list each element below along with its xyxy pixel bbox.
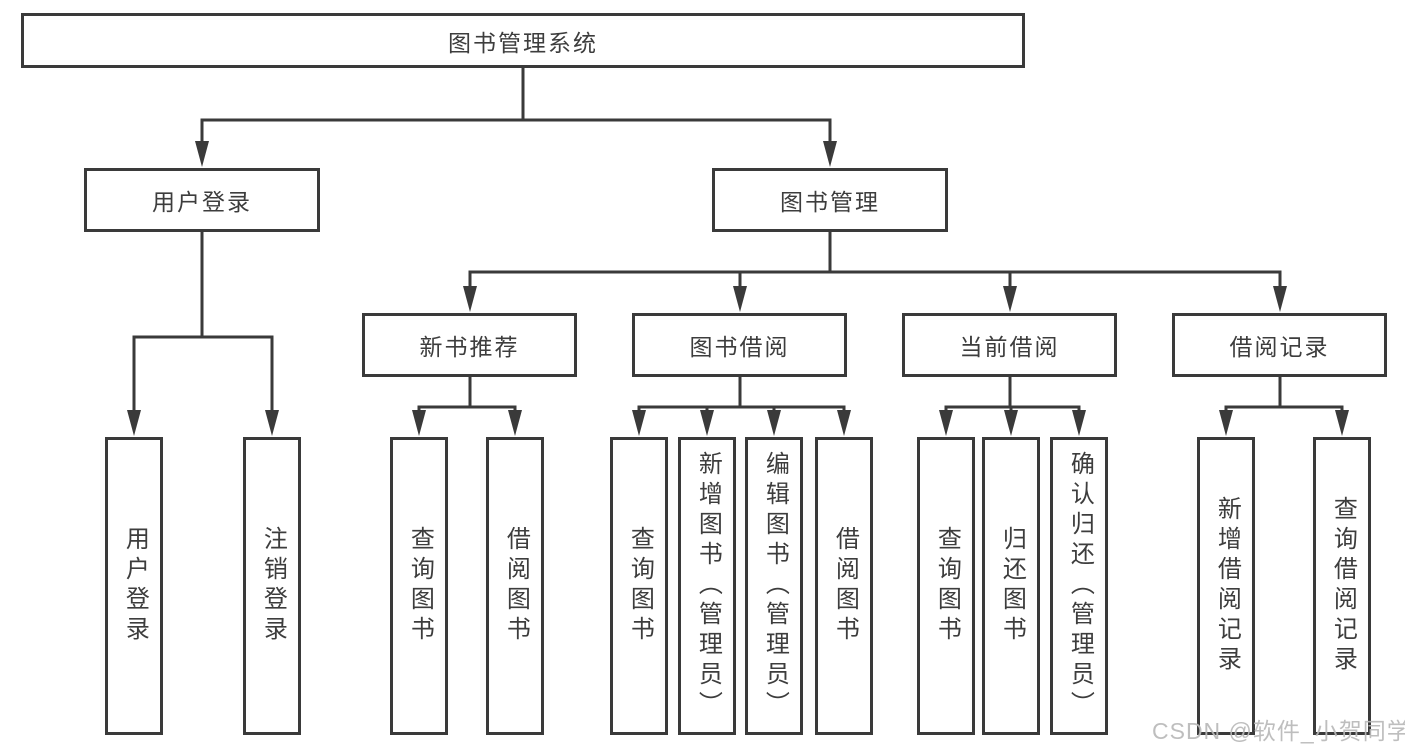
- leaf-query-books-borrowing: 查询图书: [610, 437, 668, 735]
- leaf-label: 编辑图书（管理员）: [761, 451, 789, 721]
- leaf-borrow-books-recommend: 借阅图书: [486, 437, 544, 735]
- leaf-label: 新增图书（管理员）: [694, 451, 722, 721]
- node-label: 当前借阅: [959, 334, 1060, 360]
- node-user-login-module: 用户登录: [84, 168, 320, 232]
- node-current-borrowing: 当前借阅: [902, 313, 1117, 377]
- leaf-label: 新增借阅记录: [1213, 496, 1241, 676]
- leaf-logout: 注销登录: [243, 437, 301, 735]
- node-label: 新书推荐: [419, 334, 520, 360]
- node-book-management-module: 图书管理: [712, 168, 948, 232]
- leaf-label: 用户登录: [121, 526, 149, 646]
- leaf-borrow-books: 借阅图书: [815, 437, 873, 735]
- leaf-label: 注销登录: [259, 526, 287, 646]
- node-book-borrowing: 图书借阅: [632, 313, 847, 377]
- csdn-watermark: CSDN @软件_小贺同学: [1152, 718, 1405, 744]
- leaf-query-books-recommend: 查询图书: [390, 437, 448, 735]
- leaf-query-borrow-record: 查询借阅记录: [1313, 437, 1371, 735]
- node-root-system: 图书管理系统: [21, 13, 1025, 68]
- leaf-label: 借阅图书: [502, 526, 530, 646]
- leaf-label: 查询图书: [933, 526, 961, 646]
- leaf-label: 查询图书: [626, 526, 654, 646]
- leaf-label: 查询图书: [406, 526, 434, 646]
- leaf-label: 确认归还（管理员）: [1066, 451, 1094, 721]
- node-label: 用户登录: [152, 189, 252, 215]
- leaf-user-login: 用户登录: [105, 437, 163, 735]
- node-label: 借阅记录: [1229, 334, 1330, 360]
- leaf-add-book-admin: 新增图书（管理员）: [678, 437, 736, 735]
- node-root-label: 图书管理系统: [448, 29, 598, 56]
- leaf-confirm-return-admin: 确认归还（管理员）: [1050, 437, 1108, 735]
- leaf-label: 查询借阅记录: [1329, 496, 1357, 676]
- leaf-add-borrow-record: 新增借阅记录: [1197, 437, 1255, 735]
- node-new-book-recommendation: 新书推荐: [362, 313, 577, 377]
- node-label: 图书借阅: [689, 334, 790, 360]
- leaf-query-books-current: 查询图书: [917, 437, 975, 735]
- node-borrowing-records: 借阅记录: [1172, 313, 1387, 377]
- leaf-return-book: 归还图书: [982, 437, 1040, 735]
- leaf-edit-book-admin: 编辑图书（管理员）: [745, 437, 803, 735]
- leaf-label: 借阅图书: [831, 526, 859, 646]
- leaf-label: 归还图书: [998, 526, 1026, 646]
- node-label: 图书管理: [780, 189, 880, 215]
